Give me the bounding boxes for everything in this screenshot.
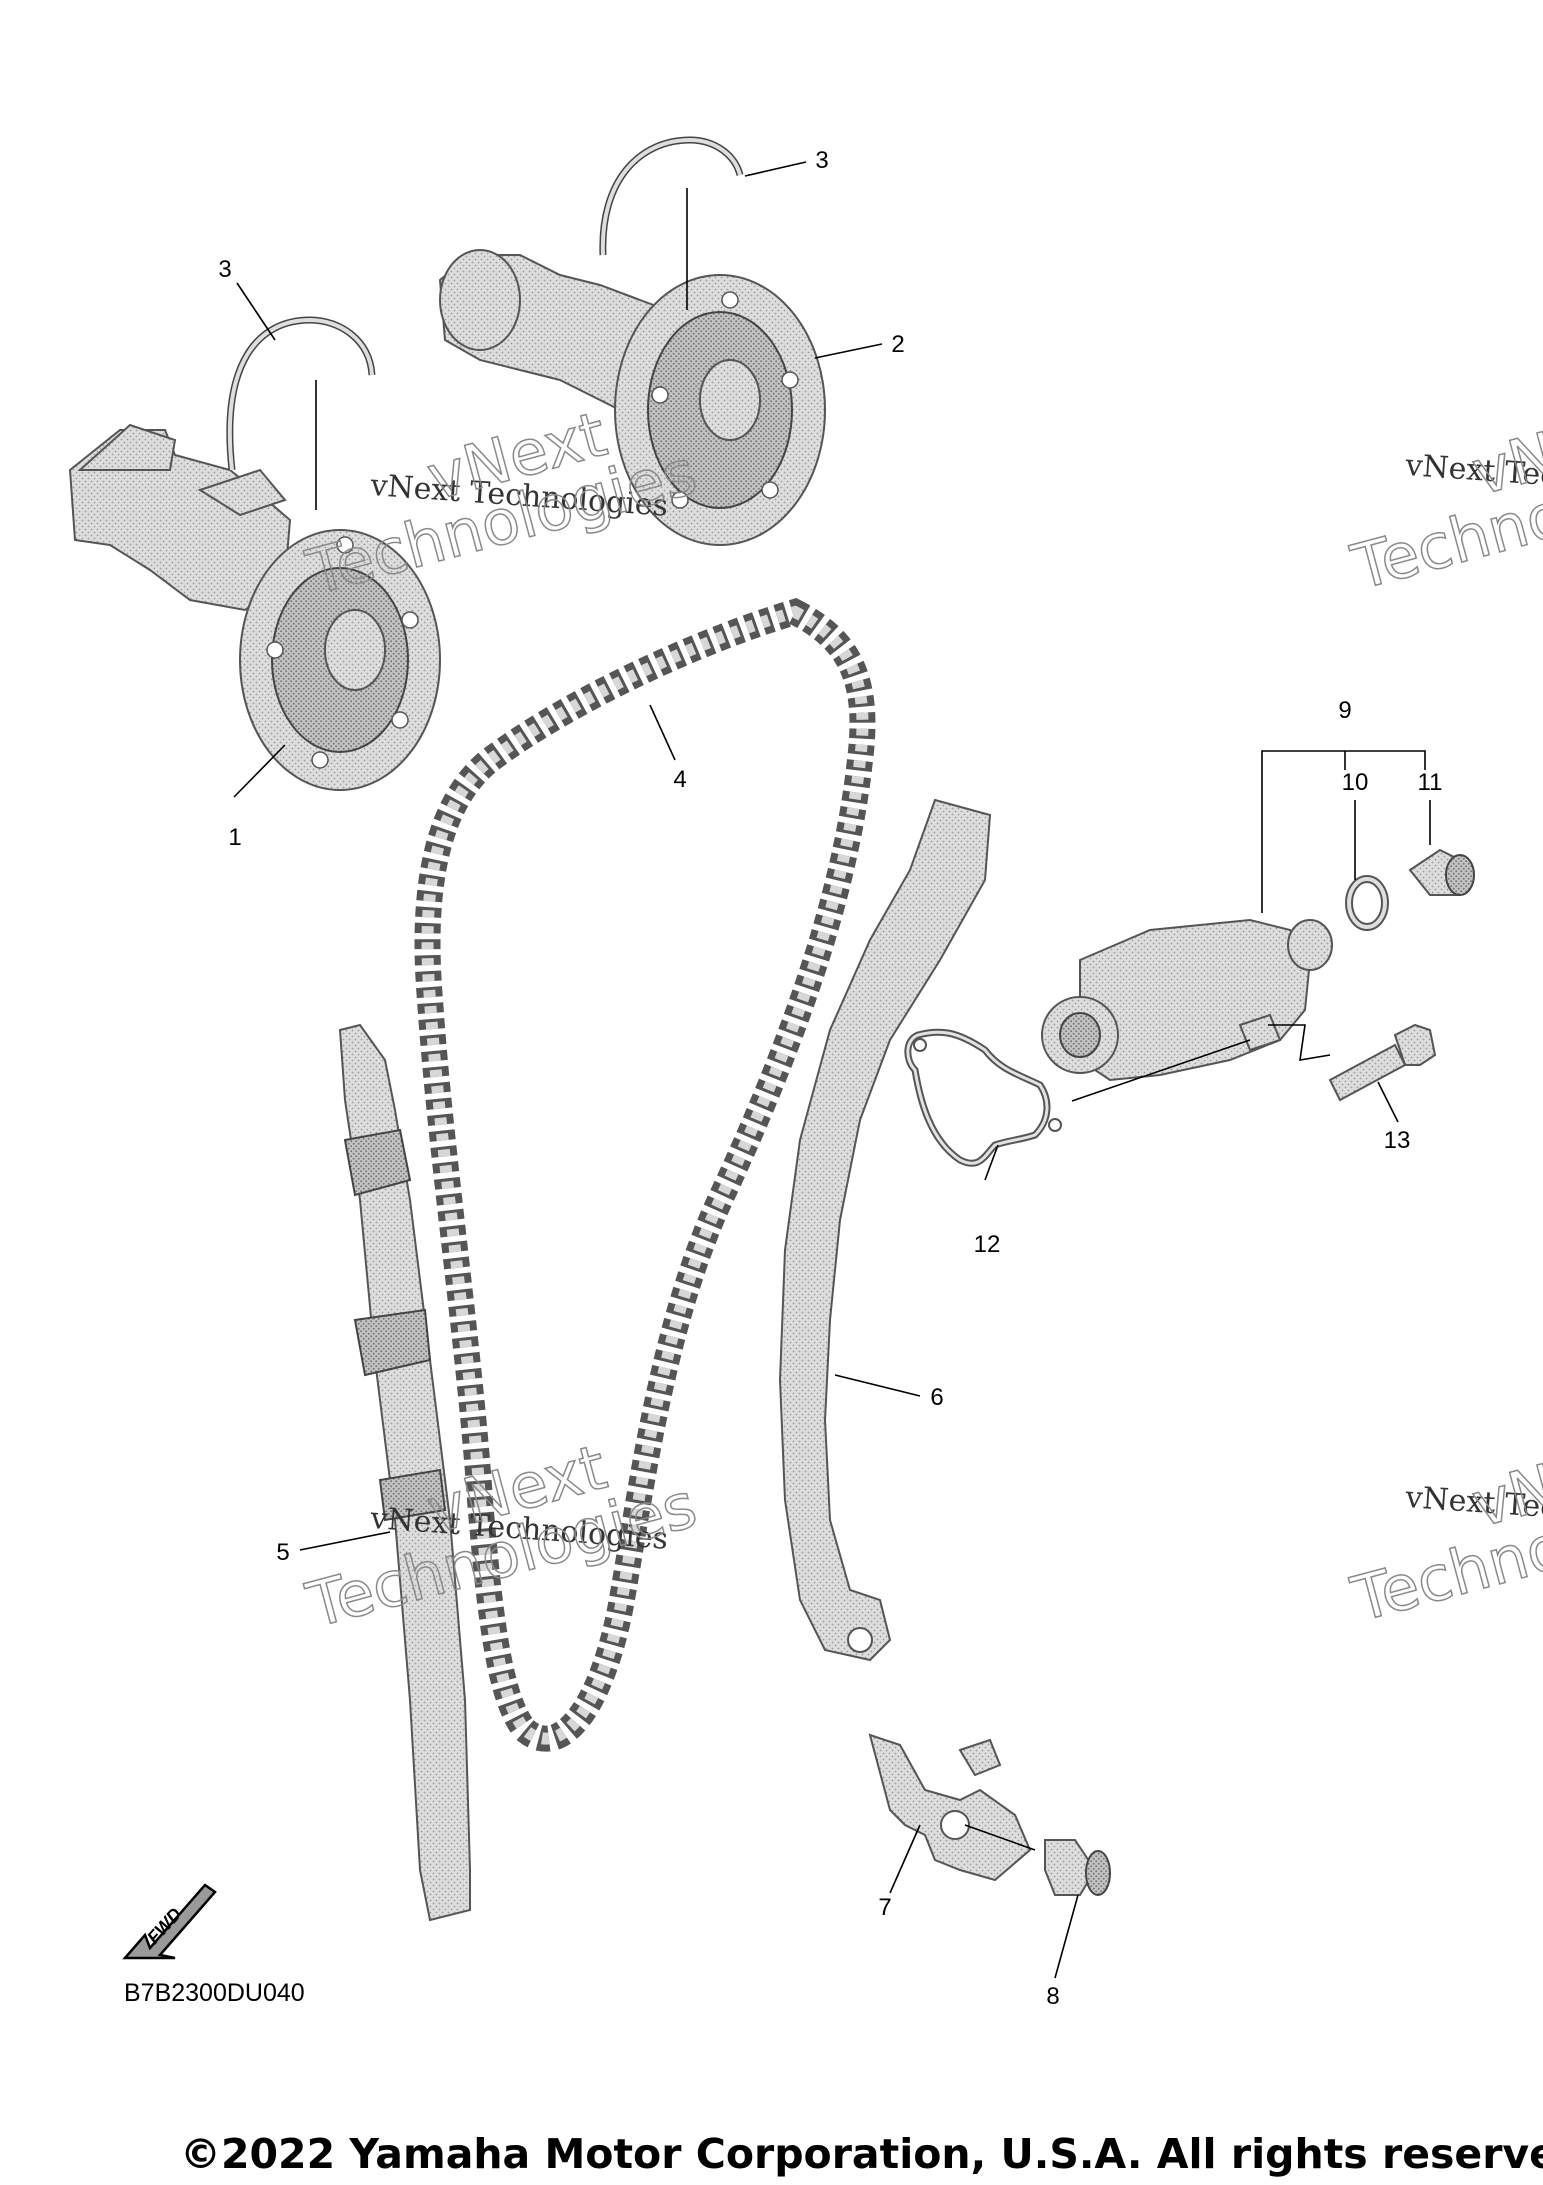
clip-3-right[interactable] [599,136,744,256]
clip-3-left[interactable] [226,316,376,471]
bolt-8[interactable] [1044,1839,1111,1896]
copyright-notice: ©2022 Yamaha Motor Corporation, U.S.A. A… [180,2130,1543,2178]
callout-1: 1 [228,824,241,851]
callout-11: 11 [1418,769,1443,796]
tensioner-guide-6[interactable] [778,798,992,1662]
timing-chain-4[interactable] [414,598,876,1752]
callout-3-left: 3 [218,256,231,283]
callout-2: 2 [891,331,904,358]
tensioner-assembly-9[interactable] [1041,918,1333,1082]
callout-12: 12 [974,1231,1001,1258]
callout-9: 9 [1338,697,1351,724]
drawing-code: B7B2300DU040 [124,1979,305,2007]
callout-6: 6 [930,1384,943,1411]
watermark-top-right-big: vNext Technologies [1343,391,1543,604]
leader-lines [233,161,1431,1979]
callout-4: 4 [673,766,686,793]
callout-13: 13 [1384,1127,1411,1154]
camshaft-2[interactable] [438,249,826,546]
bolt-13[interactable] [1328,1023,1437,1102]
callout-10: 10 [1342,769,1369,796]
cap-bolt-11[interactable] [1408,848,1475,896]
callout-5: 5 [276,1539,289,1566]
callout-8: 8 [1046,1983,1059,2010]
fwd-arrow-icon: FWD [122,1883,217,1960]
chain-guide-5[interactable] [338,1023,471,1922]
watermark-bottom-right-big: vNext Technologies [1343,1423,1543,1636]
callout-numbers: 1 2 3 3 4 5 6 7 8 9 10 11 12 13 [218,147,1442,2010]
gasket-12[interactable] [904,1028,1062,1167]
callout-7: 7 [878,1894,891,1921]
washer-10[interactable] [1345,875,1389,931]
camshaft-1[interactable] [68,423,441,791]
stopper-plate-7[interactable] [868,1733,1032,1882]
callout-3-right: 3 [815,147,828,174]
